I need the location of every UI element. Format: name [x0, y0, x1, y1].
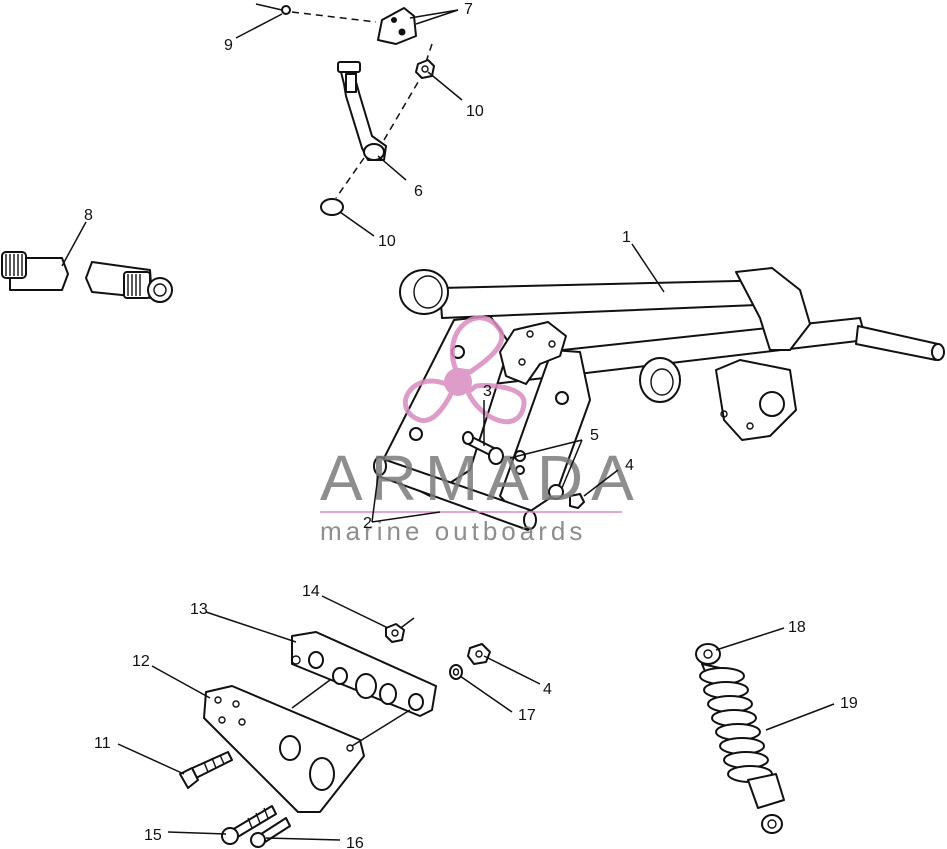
hardware-parts: [462, 431, 585, 509]
washer-part: [320, 198, 344, 216]
shock-absorber-part: [695, 643, 785, 834]
callout-12: 12: [132, 653, 150, 670]
lower-plate-part: [203, 685, 365, 813]
callout-11: 11: [94, 735, 111, 752]
callout-14: 14: [302, 583, 320, 600]
shaft-part: [1, 251, 173, 303]
bolt-15-part: [221, 805, 277, 845]
washer-17-part: [449, 664, 463, 680]
callout-1: 1: [622, 229, 631, 246]
callout-9: 9: [224, 37, 233, 54]
callout-17: 17: [518, 707, 536, 724]
bolt-11-part: [179, 751, 233, 789]
callout-10-lower: 10: [378, 233, 396, 250]
upper-plate-part: [291, 631, 437, 717]
callout-4-lower: 4: [543, 681, 552, 698]
callout-10-upper: 10: [466, 103, 484, 120]
callout-13: 13: [190, 601, 208, 618]
callout-4-upper: 4: [625, 457, 634, 474]
nut-4-lower-part: [467, 643, 491, 665]
callout-7: 7: [464, 1, 473, 18]
nut-14-part: [385, 623, 405, 643]
callout-16: 16: [346, 835, 364, 849]
watermark-tagline: marine outboards: [320, 516, 586, 546]
callout-19: 19: [840, 695, 858, 712]
rivet-part: [255, 3, 377, 23]
bolt-16-part: [250, 817, 291, 848]
lever-part: [335, 43, 433, 199]
callout-2: 2: [363, 515, 372, 532]
leader-lines: [61, 9, 835, 841]
callout-labels: 1 2 3 4 4 5 6 7 8 9 10 10 11 12 13 14 15…: [84, 1, 858, 849]
callout-5: 5: [590, 427, 599, 444]
bracket-part: [377, 7, 417, 45]
watermark-brand: ARMADA: [320, 442, 642, 514]
callout-15: 15: [144, 827, 162, 844]
callout-3: 3: [483, 383, 492, 400]
callout-6: 6: [414, 183, 423, 200]
callout-8: 8: [84, 207, 93, 224]
callout-18: 18: [788, 619, 806, 636]
